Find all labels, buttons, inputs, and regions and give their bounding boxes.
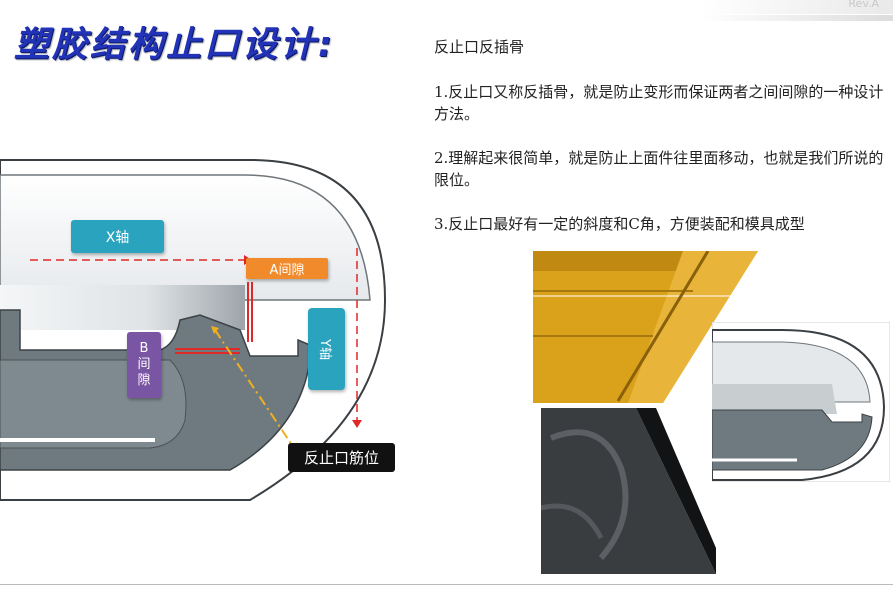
point-1: 1.反止口又称反插骨，就是防止变形而保证两者之间间隙的一种设计方法。	[434, 83, 884, 123]
point-3: 3.反止口最好有一定的斜度和C角，方便装配和模具成型	[434, 215, 805, 233]
upper-shell-body	[0, 174, 371, 301]
b-gap-text-2: 间	[137, 357, 151, 372]
photo-dark-part	[541, 408, 716, 574]
text-block: 反止口反插骨 1.反止口又称反插骨，就是防止变形而保证两者之间间隙的一种设计方法…	[434, 36, 884, 257]
a-gap-label: A间隙	[246, 258, 328, 279]
rib-pointer-line	[214, 329, 293, 446]
point-2: 2.理解起来很简单，就是防止上面件往里面移动，也就是我们所说的限位。	[434, 149, 884, 189]
y-axis-label: Y轴	[308, 308, 345, 390]
y-axis-text: Y轴	[316, 338, 332, 360]
b-gap-label: B 间 隙	[127, 332, 161, 398]
section-heading: 反止口反插骨	[434, 38, 525, 56]
photo-cross-section	[712, 322, 890, 482]
rib-label: 反止口筋位	[288, 443, 395, 472]
footer-line	[0, 584, 893, 585]
revision-label: Rev.A	[848, 0, 879, 10]
b-gap-text-1: B	[139, 341, 149, 356]
photo-yellow-part	[533, 251, 763, 403]
rib-pointer-arrow	[211, 326, 219, 334]
y-axis-arrowhead	[352, 420, 362, 428]
x-axis-label: X轴	[71, 220, 164, 253]
b-gap-text-3: 隙	[137, 373, 151, 388]
top-decor-bar: Rev.A	[700, 0, 893, 14]
top-decor-line	[700, 15, 893, 21]
slide-title: 塑胶结构止口设计:	[14, 25, 335, 65]
